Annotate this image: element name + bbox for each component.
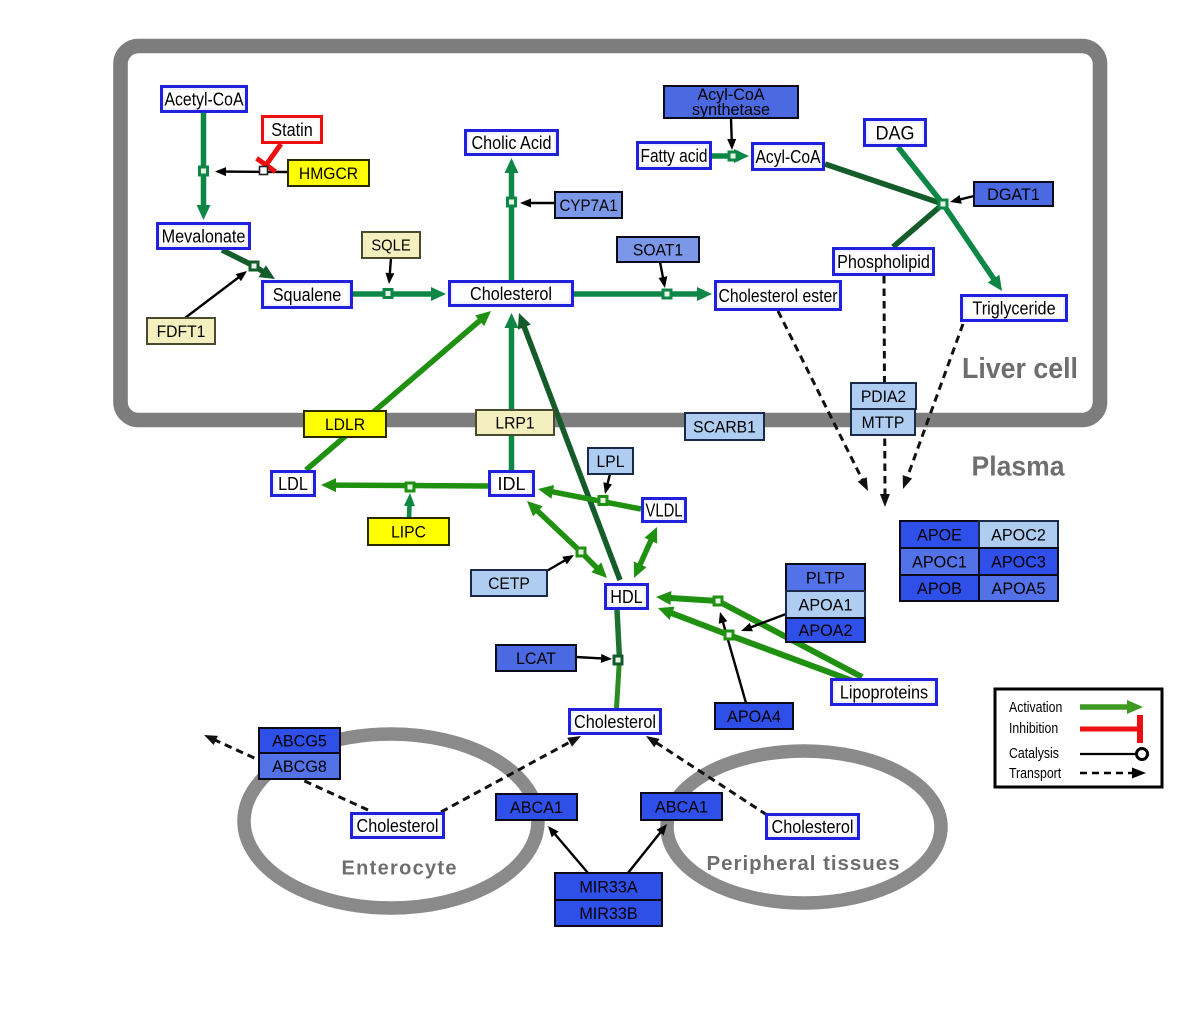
svg-text:Cholesterol: Cholesterol bbox=[357, 816, 439, 836]
svg-text:Cholesterol: Cholesterol bbox=[772, 817, 854, 837]
svg-text:Acetyl-CoA: Acetyl-CoA bbox=[165, 90, 244, 110]
svg-text:VLDL: VLDL bbox=[646, 501, 683, 521]
svg-text:APOC2: APOC2 bbox=[991, 526, 1046, 545]
svg-text:Enterocyte: Enterocyte bbox=[342, 858, 457, 880]
svg-text:APOB: APOB bbox=[917, 579, 962, 598]
svg-text:MIR33A: MIR33A bbox=[579, 878, 638, 897]
svg-text:Cholesterol ester: Cholesterol ester bbox=[719, 286, 838, 306]
svg-text:Phospholipid: Phospholipid bbox=[837, 252, 930, 272]
svg-text:APOA5: APOA5 bbox=[992, 579, 1046, 598]
svg-text:synthetase: synthetase bbox=[692, 100, 770, 119]
svg-text:LIPC: LIPC bbox=[391, 523, 426, 541]
svg-text:Lipoproteins: Lipoproteins bbox=[840, 683, 928, 703]
svg-text:Mevalonate: Mevalonate bbox=[162, 227, 246, 247]
svg-text:APOE: APOE bbox=[917, 526, 962, 545]
svg-text:Inhibition: Inhibition bbox=[1009, 720, 1058, 737]
svg-text:SQLE: SQLE bbox=[371, 238, 410, 255]
svg-text:ABCA1: ABCA1 bbox=[655, 798, 708, 817]
svg-text:LCAT: LCAT bbox=[516, 649, 556, 668]
svg-text:LDL: LDL bbox=[278, 474, 308, 494]
svg-text:DGAT1: DGAT1 bbox=[987, 185, 1040, 204]
svg-text:MTTP: MTTP bbox=[862, 414, 905, 432]
svg-text:Cholesterol: Cholesterol bbox=[574, 712, 656, 732]
svg-text:CETP: CETP bbox=[488, 575, 530, 593]
svg-text:SCARB1: SCARB1 bbox=[693, 418, 756, 436]
svg-text:ABCG8: ABCG8 bbox=[272, 757, 327, 776]
svg-text:Plasma: Plasma bbox=[972, 451, 1065, 482]
svg-text:LRP1: LRP1 bbox=[495, 414, 534, 432]
svg-text:PDIA2: PDIA2 bbox=[861, 388, 906, 406]
svg-text:APOC1: APOC1 bbox=[912, 553, 967, 572]
svg-text:APOA2: APOA2 bbox=[799, 621, 853, 640]
svg-text:Activation: Activation bbox=[1009, 699, 1062, 716]
svg-text:Acyl-CoA: Acyl-CoA bbox=[756, 147, 821, 167]
svg-text:DAG: DAG bbox=[875, 123, 914, 144]
svg-text:Squalene: Squalene bbox=[273, 285, 342, 305]
svg-text:MIR33B: MIR33B bbox=[579, 904, 637, 923]
svg-text:Cholic Acid: Cholic Acid bbox=[471, 133, 551, 153]
svg-text:HDL: HDL bbox=[610, 587, 642, 607]
svg-text:PLTP: PLTP bbox=[806, 569, 845, 588]
svg-text:FDFT1: FDFT1 bbox=[157, 323, 206, 341]
svg-text:Fatty acid: Fatty acid bbox=[641, 146, 708, 166]
svg-text:ABCA1: ABCA1 bbox=[510, 798, 563, 817]
svg-text:HMGCR: HMGCR bbox=[299, 165, 358, 183]
svg-text:APOA1: APOA1 bbox=[799, 596, 853, 615]
svg-text:Peripheral tissues: Peripheral tissues bbox=[707, 852, 900, 875]
svg-text:Transport: Transport bbox=[1009, 765, 1062, 782]
svg-text:Cholesterol: Cholesterol bbox=[470, 284, 552, 304]
svg-text:LDLR: LDLR bbox=[325, 416, 365, 434]
svg-text:Statin: Statin bbox=[271, 120, 312, 140]
svg-text:Acyl-CoA: Acyl-CoA bbox=[697, 85, 765, 104]
svg-text:APOA4: APOA4 bbox=[727, 707, 781, 726]
svg-text:CYP7A1: CYP7A1 bbox=[560, 197, 618, 215]
svg-text:IDL: IDL bbox=[498, 474, 526, 494]
svg-text:Catalysis: Catalysis bbox=[1009, 745, 1059, 762]
svg-text:ABCG5: ABCG5 bbox=[272, 732, 327, 751]
svg-text:LPL: LPL bbox=[597, 453, 625, 471]
svg-text:Liver cell: Liver cell bbox=[962, 353, 1078, 385]
svg-text:APOC3: APOC3 bbox=[991, 553, 1046, 572]
svg-text:SOAT1: SOAT1 bbox=[633, 241, 683, 259]
svg-text:Triglyceride: Triglyceride bbox=[972, 299, 1055, 319]
